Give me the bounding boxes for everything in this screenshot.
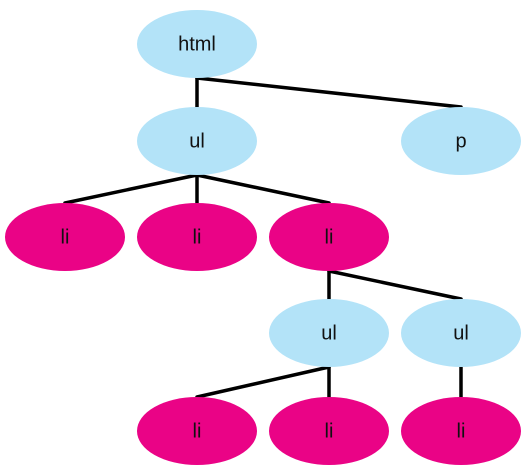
node-label: li [193, 420, 202, 442]
node-ellipse [269, 203, 389, 271]
node-label: ul [189, 130, 205, 152]
tree-node-li-3: li [269, 203, 389, 271]
edge-ul-1-to-li-1 [63, 173, 199, 205]
tree-node-li-1: li [5, 203, 125, 271]
edge-layer [63, 76, 463, 399]
node-label: li [61, 226, 70, 248]
edge-ul-1-to-li-3 [195, 173, 331, 205]
tree-node-ul-1: ul [137, 107, 257, 175]
node-ellipse [137, 397, 257, 465]
node-label: li [457, 420, 466, 442]
node-ellipse [401, 107, 521, 175]
tree-node-ul-2: ul [269, 299, 389, 367]
tree-node-li-6: li [401, 397, 521, 465]
node-ellipse [137, 203, 257, 271]
node-label: li [325, 420, 334, 442]
node-ellipse [401, 299, 521, 367]
edge-ul-2-to-li-4 [195, 365, 331, 399]
node-label: html [178, 33, 216, 55]
node-ellipse [401, 397, 521, 465]
tree-node-p: p [401, 107, 521, 175]
edge-li-3-to-ul-3 [327, 269, 463, 301]
node-ellipse [137, 10, 257, 78]
node-label: li [193, 226, 202, 248]
edge-html-to-p [195, 76, 463, 109]
node-label: ul [321, 322, 337, 344]
tree-node-html: html [137, 10, 257, 78]
node-label: p [455, 130, 466, 152]
node-label: li [325, 226, 334, 248]
node-ellipse [269, 299, 389, 367]
tree-node-li-5: li [269, 397, 389, 465]
node-layer: html ul p li li li ul ul li li li [5, 10, 521, 465]
tree-node-li-2: li [137, 203, 257, 271]
tree-node-li-4: li [137, 397, 257, 465]
node-ellipse [5, 203, 125, 271]
node-ellipse [269, 397, 389, 465]
tree-node-ul-3: ul [401, 299, 521, 367]
node-ellipse [137, 107, 257, 175]
node-label: ul [453, 322, 469, 344]
